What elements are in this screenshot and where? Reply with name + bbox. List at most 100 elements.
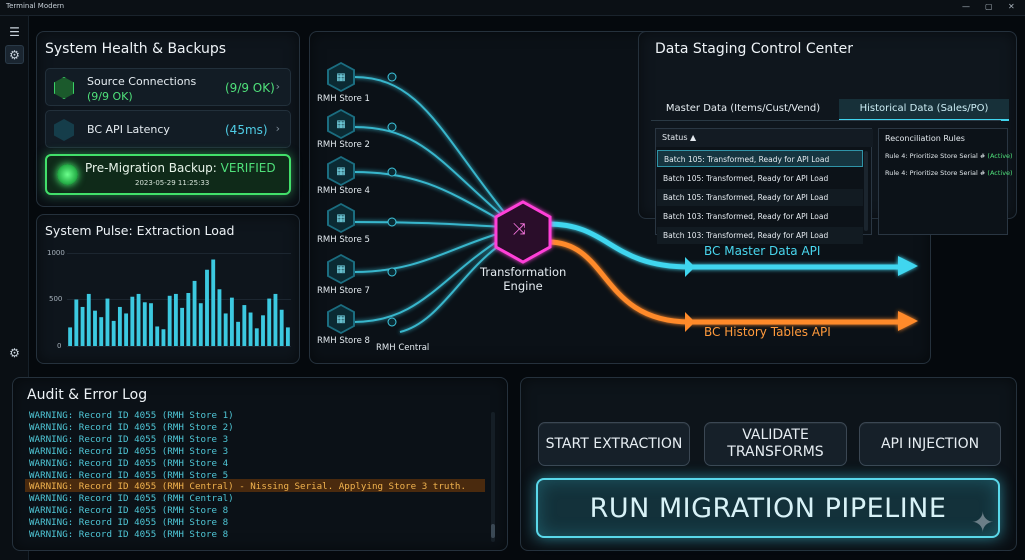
chart-bar: [248, 312, 253, 346]
panel-title: Audit & Error Log: [27, 387, 148, 403]
audit-log-panel: Audit & Error Log WARNING: Record ID 405…: [12, 377, 508, 551]
api-injection-button[interactable]: API INJECTION: [859, 422, 1001, 466]
store-icon: ▦: [329, 111, 353, 137]
table-row[interactable]: Batch 105: Transformed, Ready for API Lo…: [657, 189, 863, 206]
run-migration-pipeline-button[interactable]: RUN MIGRATION PIPELINE: [536, 478, 1000, 538]
settings-icon[interactable]: ⚙: [9, 345, 20, 360]
table-header[interactable]: Status ▲: [656, 129, 873, 147]
window-title: Terminal Modern: [6, 2, 65, 10]
tab-master-data[interactable]: Master Data (Items/Cust/Vend): [665, 103, 821, 114]
api-latency-row[interactable]: BC API Latency (45ms) ›: [45, 110, 291, 148]
scrollbar-thumb[interactable]: [491, 524, 495, 538]
scrollbar[interactable]: [864, 151, 868, 231]
store-icon: ▦: [329, 205, 353, 231]
store-label: RMH Store 7: [317, 286, 370, 296]
target-label: BC History Tables API: [704, 325, 831, 339]
row-value: (9/9 OK): [225, 81, 275, 95]
chart-bar: [267, 298, 272, 346]
chart-bar: [136, 293, 141, 346]
backup-timestamp: 2023-05-29 11:25:33: [135, 179, 210, 187]
log-line-error: WARNING: Record ID 4055 (RMH Central) - …: [29, 481, 466, 492]
menu-icon[interactable]: ☰: [9, 24, 20, 39]
table-row[interactable]: Batch 105: Transformed, Ready for API Lo…: [657, 150, 863, 167]
extraction-load-chart: [68, 259, 290, 346]
system-pulse-panel: System Pulse: Extraction Load 1000 500 0: [36, 214, 300, 364]
table-row[interactable]: Batch 103: Transformed, Ready for API Lo…: [657, 227, 863, 244]
backup-label: Pre-Migration Backup:: [85, 161, 221, 175]
y-tick-label: 500: [49, 295, 63, 303]
scrollbar[interactable]: [491, 412, 495, 542]
log-line: WARNING: Record ID 4055 (RMH Central): [29, 493, 234, 504]
source-connections-row[interactable]: Source Connections (9/9 OK) (9/9 OK) ›: [45, 68, 291, 106]
sparkle-icon: ✦: [971, 506, 995, 539]
log-line: WARNING: Record ID 4055 (RMH Store 4: [29, 458, 229, 469]
chart-bar: [261, 315, 265, 346]
chart-bar: [205, 269, 209, 346]
chart-bar: [186, 292, 191, 346]
chart-bar: [80, 306, 85, 346]
log-line: WARNING: Record ID 4055 (RMH Store 2): [29, 422, 234, 433]
rule-item[interactable]: Rule 4: Prioritize Store Serial # (Activ…: [885, 169, 1013, 177]
start-extraction-button[interactable]: START EXTRACTION: [538, 422, 690, 466]
grid-line: [67, 346, 291, 347]
chart-bar: [223, 313, 228, 346]
engine-label: Transformation: [480, 265, 567, 279]
chart-bar: [130, 296, 135, 346]
maximize-icon[interactable]: ▢: [985, 2, 993, 11]
chart-bar: [155, 326, 160, 346]
chart-bar: [105, 298, 110, 346]
chart-bar: [273, 293, 278, 346]
y-tick-label: 0: [57, 342, 62, 350]
store-label: RMH Store 1: [317, 94, 370, 104]
tab-divider: [651, 120, 1001, 121]
data-staging-panel: Data Staging Control Center Master Data …: [638, 31, 1017, 244]
chart-title: System Pulse: Extraction Load: [45, 223, 235, 238]
table-row[interactable]: Batch 103: Transformed, Ready for API Lo…: [663, 212, 829, 221]
chart-bar: [86, 293, 91, 346]
grid-line: [67, 299, 291, 300]
chart-bar: [279, 309, 284, 346]
store-label: RMH Store 5: [317, 235, 370, 245]
shuffle-icon: ⤨: [513, 219, 526, 238]
log-line: WARNING: Record ID 4055 (RMH Store 8: [29, 517, 229, 528]
rules-title: Reconciliation Rules: [885, 134, 965, 143]
chart-bar: [161, 329, 166, 346]
chart-bar: [74, 299, 79, 346]
chart-bar: [124, 313, 129, 346]
chart-bar: [142, 302, 147, 346]
rule-item[interactable]: Rule 4: Prioritize Store Serial # (Activ…: [885, 152, 1013, 160]
store-icon: ▦: [329, 64, 353, 90]
chart-bar: [242, 305, 247, 346]
reconciliation-rules: Reconciliation Rules Rule 4: Prioritize …: [878, 128, 1013, 235]
chart-bar: [198, 303, 203, 346]
flow-lines: [353, 72, 918, 333]
grid-line: [67, 253, 291, 254]
chart-bar: [111, 320, 116, 346]
chart-bar: [99, 317, 104, 346]
panel-title: Data Staging Control Center: [655, 41, 853, 57]
row-label: BC API Latency: [87, 123, 170, 136]
chart-bar: [229, 297, 234, 346]
y-tick-label: 1000: [47, 249, 65, 257]
gear-icon[interactable]: ⚙: [5, 45, 24, 64]
chart-bar: [68, 327, 73, 346]
status-dot-icon: [57, 164, 78, 185]
validate-transforms-button[interactable]: VALIDATE TRANSFORMS: [704, 422, 847, 466]
row-label: Source Connections: [87, 75, 197, 88]
minimize-icon[interactable]: —: [962, 2, 970, 11]
store-label: RMH Store 4: [317, 186, 370, 196]
chart-bar: [236, 321, 241, 346]
table-row[interactable]: Batch 105: Transformed, Ready for API Lo…: [663, 174, 829, 183]
system-health-panel: System Health & Backups Source Connectio…: [36, 31, 300, 207]
close-icon[interactable]: ✕: [1008, 2, 1015, 11]
chart-bar: [211, 259, 216, 346]
backup-status[interactable]: Pre-Migration Backup: VERIFIED 2023-05-2…: [45, 154, 291, 195]
chart-bar: [149, 303, 153, 346]
tab-historical-data[interactable]: Historical Data (Sales/PO): [839, 99, 1009, 121]
chart-bar: [167, 295, 172, 346]
chart-bar: [217, 289, 222, 346]
chart-bar: [117, 306, 122, 346]
log-line: WARNING: Record ID 4055 (RMH Store 3: [29, 434, 229, 445]
panel-title: System Health & Backups: [45, 41, 227, 57]
row-value: (45ms): [225, 123, 268, 137]
